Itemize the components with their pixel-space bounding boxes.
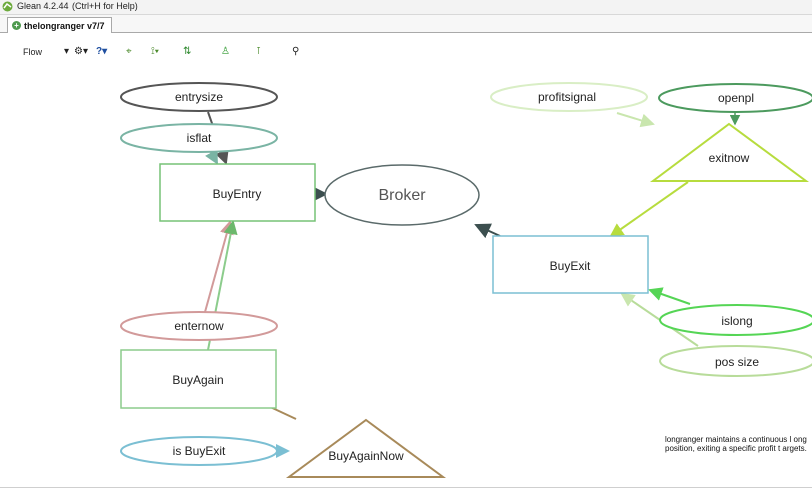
edge-enternow-buyentry <box>204 220 234 313</box>
node-broker-label: Broker <box>378 187 426 204</box>
tree-icon[interactable]: ⟟▾ <box>151 46 159 57</box>
help-hint: (Ctrl+H for Help) <box>72 1 138 11</box>
edge-profitsignal-exitnow <box>616 112 655 128</box>
node-buyagainnow-label: BuyAgainNow <box>328 449 404 463</box>
edge-buyexit-broker <box>474 223 501 239</box>
node-isbuyexit-label: is BuyExit <box>173 444 226 458</box>
gear-icon[interactable]: ⚙▾ <box>74 46 88 57</box>
node-buyagainnow[interactable]: BuyAgainNow <box>285 418 447 478</box>
toolbar: Flow ▾ ⚙▾ ?▾ ⌖ ⟟▾ ⇅ ♙ ⊺ ⚲ <box>0 40 812 62</box>
runner-icon[interactable]: ♙ <box>221 46 230 57</box>
node-openpl-label: openpl <box>718 91 754 105</box>
flow-dropdown[interactable]: ▾ <box>64 46 70 57</box>
connectors <box>204 111 741 458</box>
node-buyagain[interactable]: BuyAgain <box>120 349 277 409</box>
node-profitsignal[interactable]: profitsignal <box>490 82 648 112</box>
node-buyexit[interactable]: BuyExit <box>492 235 649 294</box>
window-title: Glean 4.2.44 <box>17 1 69 11</box>
node-isflat-label: isflat <box>187 131 212 145</box>
node-entrysize-label: entrysize <box>175 90 223 104</box>
node-islong[interactable]: islong <box>659 304 812 336</box>
app-icon <box>2 1 13 12</box>
node-isbuyexit[interactable]: is BuyExit <box>120 436 278 466</box>
node-buyentry-label: BuyEntry <box>213 187 262 201</box>
add-icon[interactable]: + <box>12 21 21 30</box>
node-islong-label: islong <box>721 314 752 328</box>
node-buyentry[interactable]: BuyEntry <box>159 163 316 222</box>
help-icon[interactable]: ?▾ <box>96 46 108 57</box>
node-entrysize[interactable]: entrysize <box>120 82 278 112</box>
flow-label: Flow <box>23 47 43 57</box>
node-exitnow[interactable]: exitnow <box>650 122 810 182</box>
node-openpl[interactable]: openpl <box>658 83 812 113</box>
tab-thelongranger[interactable]: + thelongranger v7/7 <box>7 17 112 33</box>
node-icon[interactable]: ⊺ <box>256 46 262 57</box>
edge-isflat-buyentry <box>205 149 218 165</box>
search-icon[interactable]: ⚲ <box>292 46 300 57</box>
strategy-description: longranger maintains a continuous l ong … <box>665 435 807 453</box>
node-profitsignal-label: profitsignal <box>538 90 596 104</box>
node-broker[interactable]: Broker <box>324 164 480 226</box>
node-possize-label: pos size <box>715 355 759 369</box>
edge-exitnow-buyexit <box>609 181 689 238</box>
window-titlebar: Glean 4.2.44 (Ctrl+H for Help) <box>0 0 812 15</box>
tab-strip: + thelongranger v7/7 <box>0 15 812 33</box>
edge-islong-buyexit <box>648 287 691 305</box>
arrows-icon[interactable]: ⇅ <box>183 46 192 57</box>
node-exitnow-label: exitnow <box>709 151 750 165</box>
node-isflat[interactable]: isflat <box>120 123 278 153</box>
node-buyexit-label: BuyExit <box>550 259 591 273</box>
node-enternow-label: enternow <box>174 319 224 333</box>
tab-label: thelongranger v7/7 <box>24 20 105 31</box>
node-buyagain-label: BuyAgain <box>172 373 223 387</box>
target-icon[interactable]: ⌖ <box>126 46 132 57</box>
flow-canvas: entrysize isflat BuyEntry Broker profits… <box>120 82 812 478</box>
bottom-divider <box>0 487 812 488</box>
node-enternow[interactable]: enternow <box>120 311 278 341</box>
node-possize[interactable]: pos size <box>659 345 812 377</box>
